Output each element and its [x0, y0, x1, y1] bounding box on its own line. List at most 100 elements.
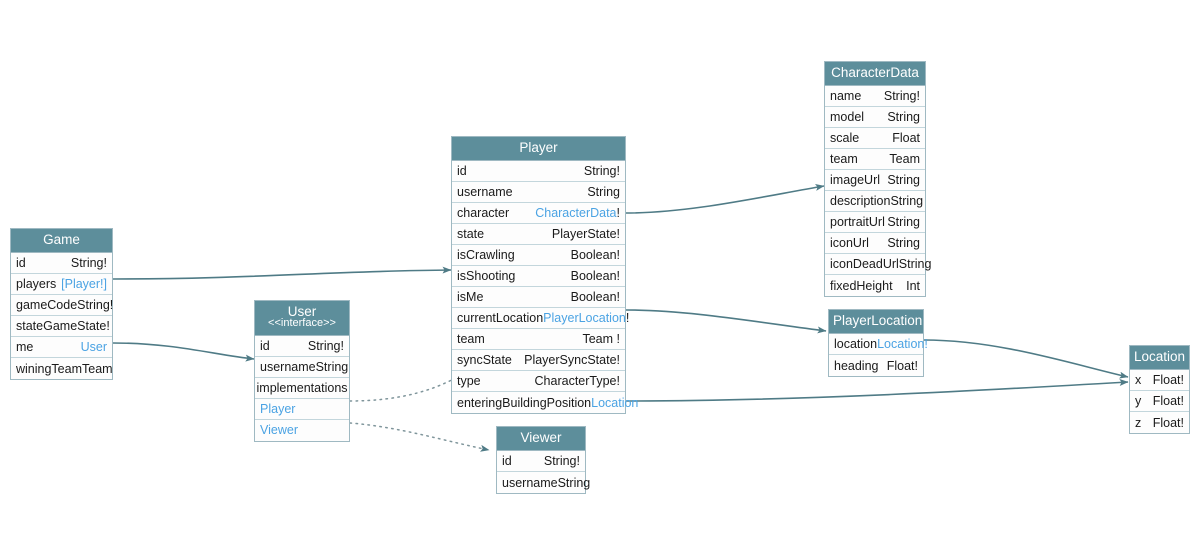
field-type: String: [887, 236, 920, 251]
field-game-winingteam[interactable]: winingTeam Team: [11, 358, 113, 380]
field-type: String: [890, 194, 924, 209]
field-name: type: [457, 374, 481, 389]
field-type: String!: [583, 164, 620, 179]
edge-player-enteringbuildingposition-to-location: [625, 378, 1129, 402]
field-type: String: [887, 215, 920, 230]
field-type: PlayerSyncState!: [524, 353, 620, 368]
field-playerlocation-location[interactable]: location Location!: [829, 334, 928, 356]
field-player-state[interactable]: state PlayerState!: [452, 224, 625, 246]
edge-player-currentlocation-to-playerlocation: [625, 309, 827, 334]
field-name: id: [16, 256, 26, 271]
field-player-username[interactable]: username String: [452, 182, 625, 204]
field-characterdata-fixedheight[interactable]: fixedHeight Int: [825, 275, 925, 297]
field-player-currentlocation[interactable]: currentLocation PlayerLocation!: [452, 308, 629, 330]
field-name: location: [834, 337, 878, 352]
field-characterdata-scale[interactable]: scale Float: [825, 128, 925, 150]
field-user-username[interactable]: username String: [255, 356, 349, 378]
entity-characterdata-title: CharacterData: [825, 62, 925, 87]
field-playerlocation-heading[interactable]: heading Float!: [829, 355, 923, 377]
field-player-syncstate[interactable]: syncState PlayerSyncState!: [452, 350, 625, 372]
field-game-gamecode[interactable]: gameCode String!: [11, 295, 113, 317]
field-game-players[interactable]: players [Player!]: [11, 274, 112, 296]
edge-game-me-to-user: [112, 342, 255, 362]
user-implementation-viewer[interactable]: Viewer: [255, 419, 349, 441]
field-player-character[interactable]: character CharacterData!: [452, 203, 625, 225]
field-type: [Player!]: [61, 277, 107, 292]
field-player-type[interactable]: type CharacterType!: [452, 371, 625, 393]
field-type: Float!: [886, 358, 918, 373]
field-player-id[interactable]: id String!: [452, 161, 625, 183]
field-name: y: [1135, 394, 1142, 409]
field-type: User: [80, 340, 107, 355]
field-name: z: [1135, 415, 1142, 430]
field-characterdata-icondeadurl[interactable]: iconDeadUrl String: [825, 254, 931, 276]
field-type: String: [898, 257, 932, 272]
edge-user-implements-viewer: [349, 422, 490, 452]
field-type: Float: [892, 131, 920, 146]
entity-playerlocation-title: PlayerLocation: [829, 310, 923, 335]
entity-player[interactable]: Player id String! username String charac…: [451, 136, 638, 415]
field-viewer-username[interactable]: username String: [497, 472, 590, 494]
field-type: String: [315, 359, 349, 374]
field-name: state: [16, 319, 44, 334]
field-game-id[interactable]: id String!: [11, 253, 112, 275]
field-characterdata-iconurl[interactable]: iconUrl String: [825, 233, 925, 255]
field-name: imageUrl: [830, 173, 881, 188]
entity-player-title: Player: [452, 137, 625, 162]
field-characterdata-description[interactable]: description String: [825, 191, 925, 213]
field-player-isshooting[interactable]: isShooting Boolean!: [452, 266, 625, 288]
implementation-name: Player: [260, 401, 296, 416]
field-game-state[interactable]: state GameState!: [11, 316, 112, 338]
entity-user-title: User <<interface>>: [255, 301, 349, 336]
field-player-iscrawling[interactable]: isCrawling Boolean!: [452, 245, 625, 267]
entity-viewer-title: Viewer: [497, 427, 585, 452]
field-type: String: [887, 110, 920, 125]
user-implementation-player[interactable]: Player: [255, 398, 349, 420]
field-viewer-id[interactable]: id String!: [497, 451, 585, 473]
field-type: Team !: [582, 332, 620, 347]
field-characterdata-name[interactable]: name String!: [825, 86, 925, 108]
field-characterdata-team[interactable]: team Team: [825, 149, 925, 171]
entity-user-stereotype: <<interface>>: [268, 317, 336, 330]
field-name: players: [16, 277, 57, 292]
field-type: String!: [307, 338, 344, 353]
field-name: x: [1135, 373, 1142, 388]
field-player-enteringbuildingposition[interactable]: enteringBuildingPosition Location: [452, 392, 638, 414]
field-name: winingTeam: [16, 361, 83, 376]
field-name: scale: [830, 131, 860, 146]
field-name: character: [457, 206, 510, 221]
field-type-wrap: CharacterData!: [535, 206, 620, 220]
field-location-z[interactable]: z Float!: [1130, 412, 1189, 434]
entity-viewer[interactable]: Viewer id String! username String: [496, 426, 590, 495]
entity-playerlocation[interactable]: PlayerLocation location Location! headin…: [828, 309, 928, 378]
field-characterdata-model[interactable]: model String: [825, 107, 925, 129]
field-type: String: [557, 475, 591, 490]
field-player-team[interactable]: team Team !: [452, 329, 625, 351]
edge-playerlocation-location-to-location: [923, 339, 1129, 379]
entity-user[interactable]: User <<interface>> id String! username S…: [254, 300, 350, 442]
field-type-bang: !: [616, 206, 620, 221]
edge-player-character-to-characterdata: [625, 183, 825, 214]
entity-characterdata[interactable]: CharacterData name String! model String …: [824, 61, 931, 298]
entity-game[interactable]: Game id String! players [Player!] gameCo…: [10, 228, 113, 381]
field-characterdata-imageurl[interactable]: imageUrl String: [825, 170, 925, 192]
field-type: Float!: [1152, 415, 1184, 430]
field-type: CharacterData: [535, 206, 617, 221]
field-type: Team: [82, 361, 113, 376]
field-name: syncState: [457, 353, 512, 368]
field-type: CharacterType!: [534, 374, 620, 389]
field-name: heading: [834, 358, 879, 373]
field-name: iconUrl: [830, 236, 869, 251]
entity-location[interactable]: Location x Float! y Float! z Float!: [1129, 345, 1190, 435]
field-location-y[interactable]: y Float!: [1130, 391, 1189, 413]
field-user-id[interactable]: id String!: [255, 335, 349, 357]
field-characterdata-portraiturl[interactable]: portraitUrl String: [825, 212, 925, 234]
field-type: Location!: [877, 337, 928, 352]
field-name: id: [502, 454, 512, 469]
field-type: String!: [883, 89, 920, 104]
field-game-me[interactable]: me User: [11, 337, 112, 359]
field-player-isme[interactable]: isMe Boolean!: [452, 287, 625, 309]
field-type-wrap: PlayerLocation!: [543, 311, 629, 325]
field-location-x[interactable]: x Float!: [1130, 370, 1189, 392]
